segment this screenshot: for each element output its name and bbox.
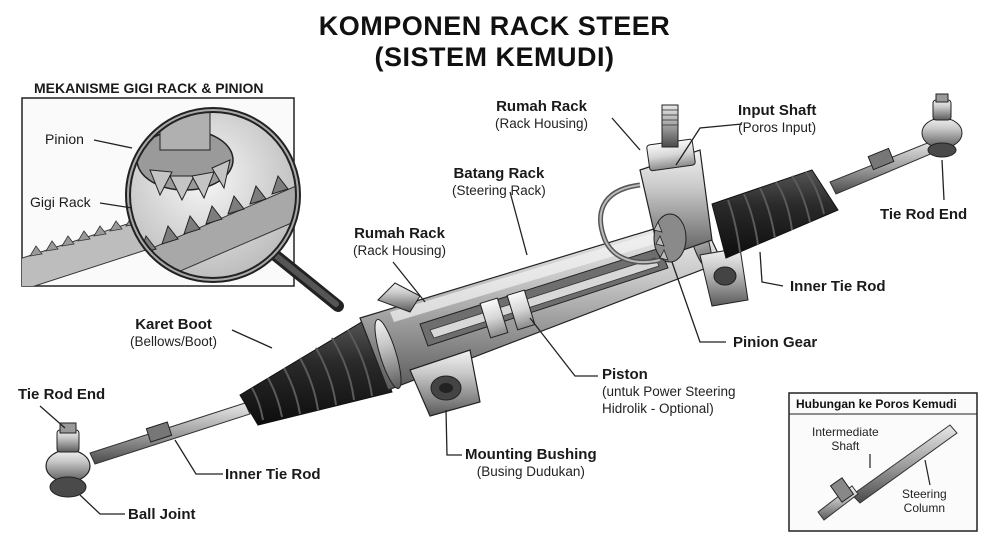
label-karet-boot-main: Karet Boot — [135, 316, 212, 333]
connection-box-title: Hubungan ke Poros Kemudi — [796, 397, 957, 411]
label-input-shaft: Input Shaft (Poros Input) — [738, 102, 816, 136]
label-rumah-rack-mid-main: Rumah Rack — [354, 225, 445, 242]
label-piston-sub2: Hidrolik - Optional) — [602, 401, 714, 416]
label-intermediate-line2: Shaft — [831, 439, 860, 453]
label-rumah-rack-mid-sub: (Rack Housing) — [353, 243, 447, 258]
label-rumah-rack-top: Rumah Rack (Rack Housing) — [495, 98, 588, 132]
leader-lines — [39, 117, 945, 515]
page-title: KOMPONEN RACK STEER — [318, 11, 671, 41]
label-mounting-bushing-sub: (Busing Dudukan) — [476, 464, 585, 479]
label-intermediate-line1: Intermediate — [812, 425, 879, 439]
label-mounting-bushing: Mounting Bushing (Busing Dudukan) — [465, 446, 597, 480]
label-karet-boot-sub: (Bellows/Boot) — [130, 334, 218, 349]
label-piston-sub1: (untuk Power Steering — [602, 384, 736, 399]
label-input-shaft-sub: (Poros Input) — [738, 120, 817, 135]
left-boot — [239, 319, 393, 426]
label-inner-tie-rod-left: Inner Tie Rod — [225, 466, 321, 483]
label-gigi-rack: Gigi Rack — [30, 194, 91, 210]
label-piston: Piston (untuk Power Steering Hidrolik - … — [602, 366, 736, 417]
label-rumah-rack-mid: Rumah Rack (Rack Housing) — [353, 225, 446, 259]
rack-assembly — [45, 93, 963, 498]
label-tie-rod-end-left: Tie Rod End — [18, 386, 106, 403]
label-tie-rod-end-right: Tie Rod End — [880, 206, 968, 223]
label-rumah-rack-top-main: Rumah Rack — [496, 98, 587, 115]
label-intermediate-shaft: Intermediate Shaft — [812, 425, 879, 453]
mounting-bushing — [409, 349, 481, 417]
label-input-shaft-main: Input Shaft — [738, 102, 817, 119]
label-steering-column: Steering Column — [902, 487, 947, 515]
label-pinion: Pinion — [45, 131, 84, 147]
label-steering-line1: Steering — [902, 487, 947, 501]
label-pinion-gear: Pinion Gear — [733, 334, 818, 351]
inset-rack-pinion — [21, 97, 344, 312]
right-boot — [711, 169, 839, 259]
label-karet-boot: Karet Boot (Bellows/Boot) — [130, 316, 217, 350]
label-inner-tie-rod-right: Inner Tie Rod — [790, 278, 886, 295]
pinion-housing — [598, 104, 749, 307]
label-batang-rack-sub: (Steering Rack) — [452, 183, 546, 198]
label-batang-rack: Batang Rack (Steering Rack) — [452, 165, 546, 199]
label-piston-main: Piston — [602, 366, 648, 383]
label-rumah-rack-top-sub: (Rack Housing) — [495, 116, 589, 131]
label-ball-joint: Ball Joint — [128, 506, 196, 523]
inset-title: MEKANISME GIGI RACK & PINION — [34, 80, 264, 96]
label-steering-line2: Column — [903, 501, 946, 515]
page-subtitle: (SISTEM KEMUDI) — [374, 42, 615, 72]
label-batang-rack-main: Batang Rack — [453, 165, 545, 182]
connection-box — [788, 392, 978, 532]
label-mounting-bushing-main: Mounting Bushing — [465, 446, 597, 463]
